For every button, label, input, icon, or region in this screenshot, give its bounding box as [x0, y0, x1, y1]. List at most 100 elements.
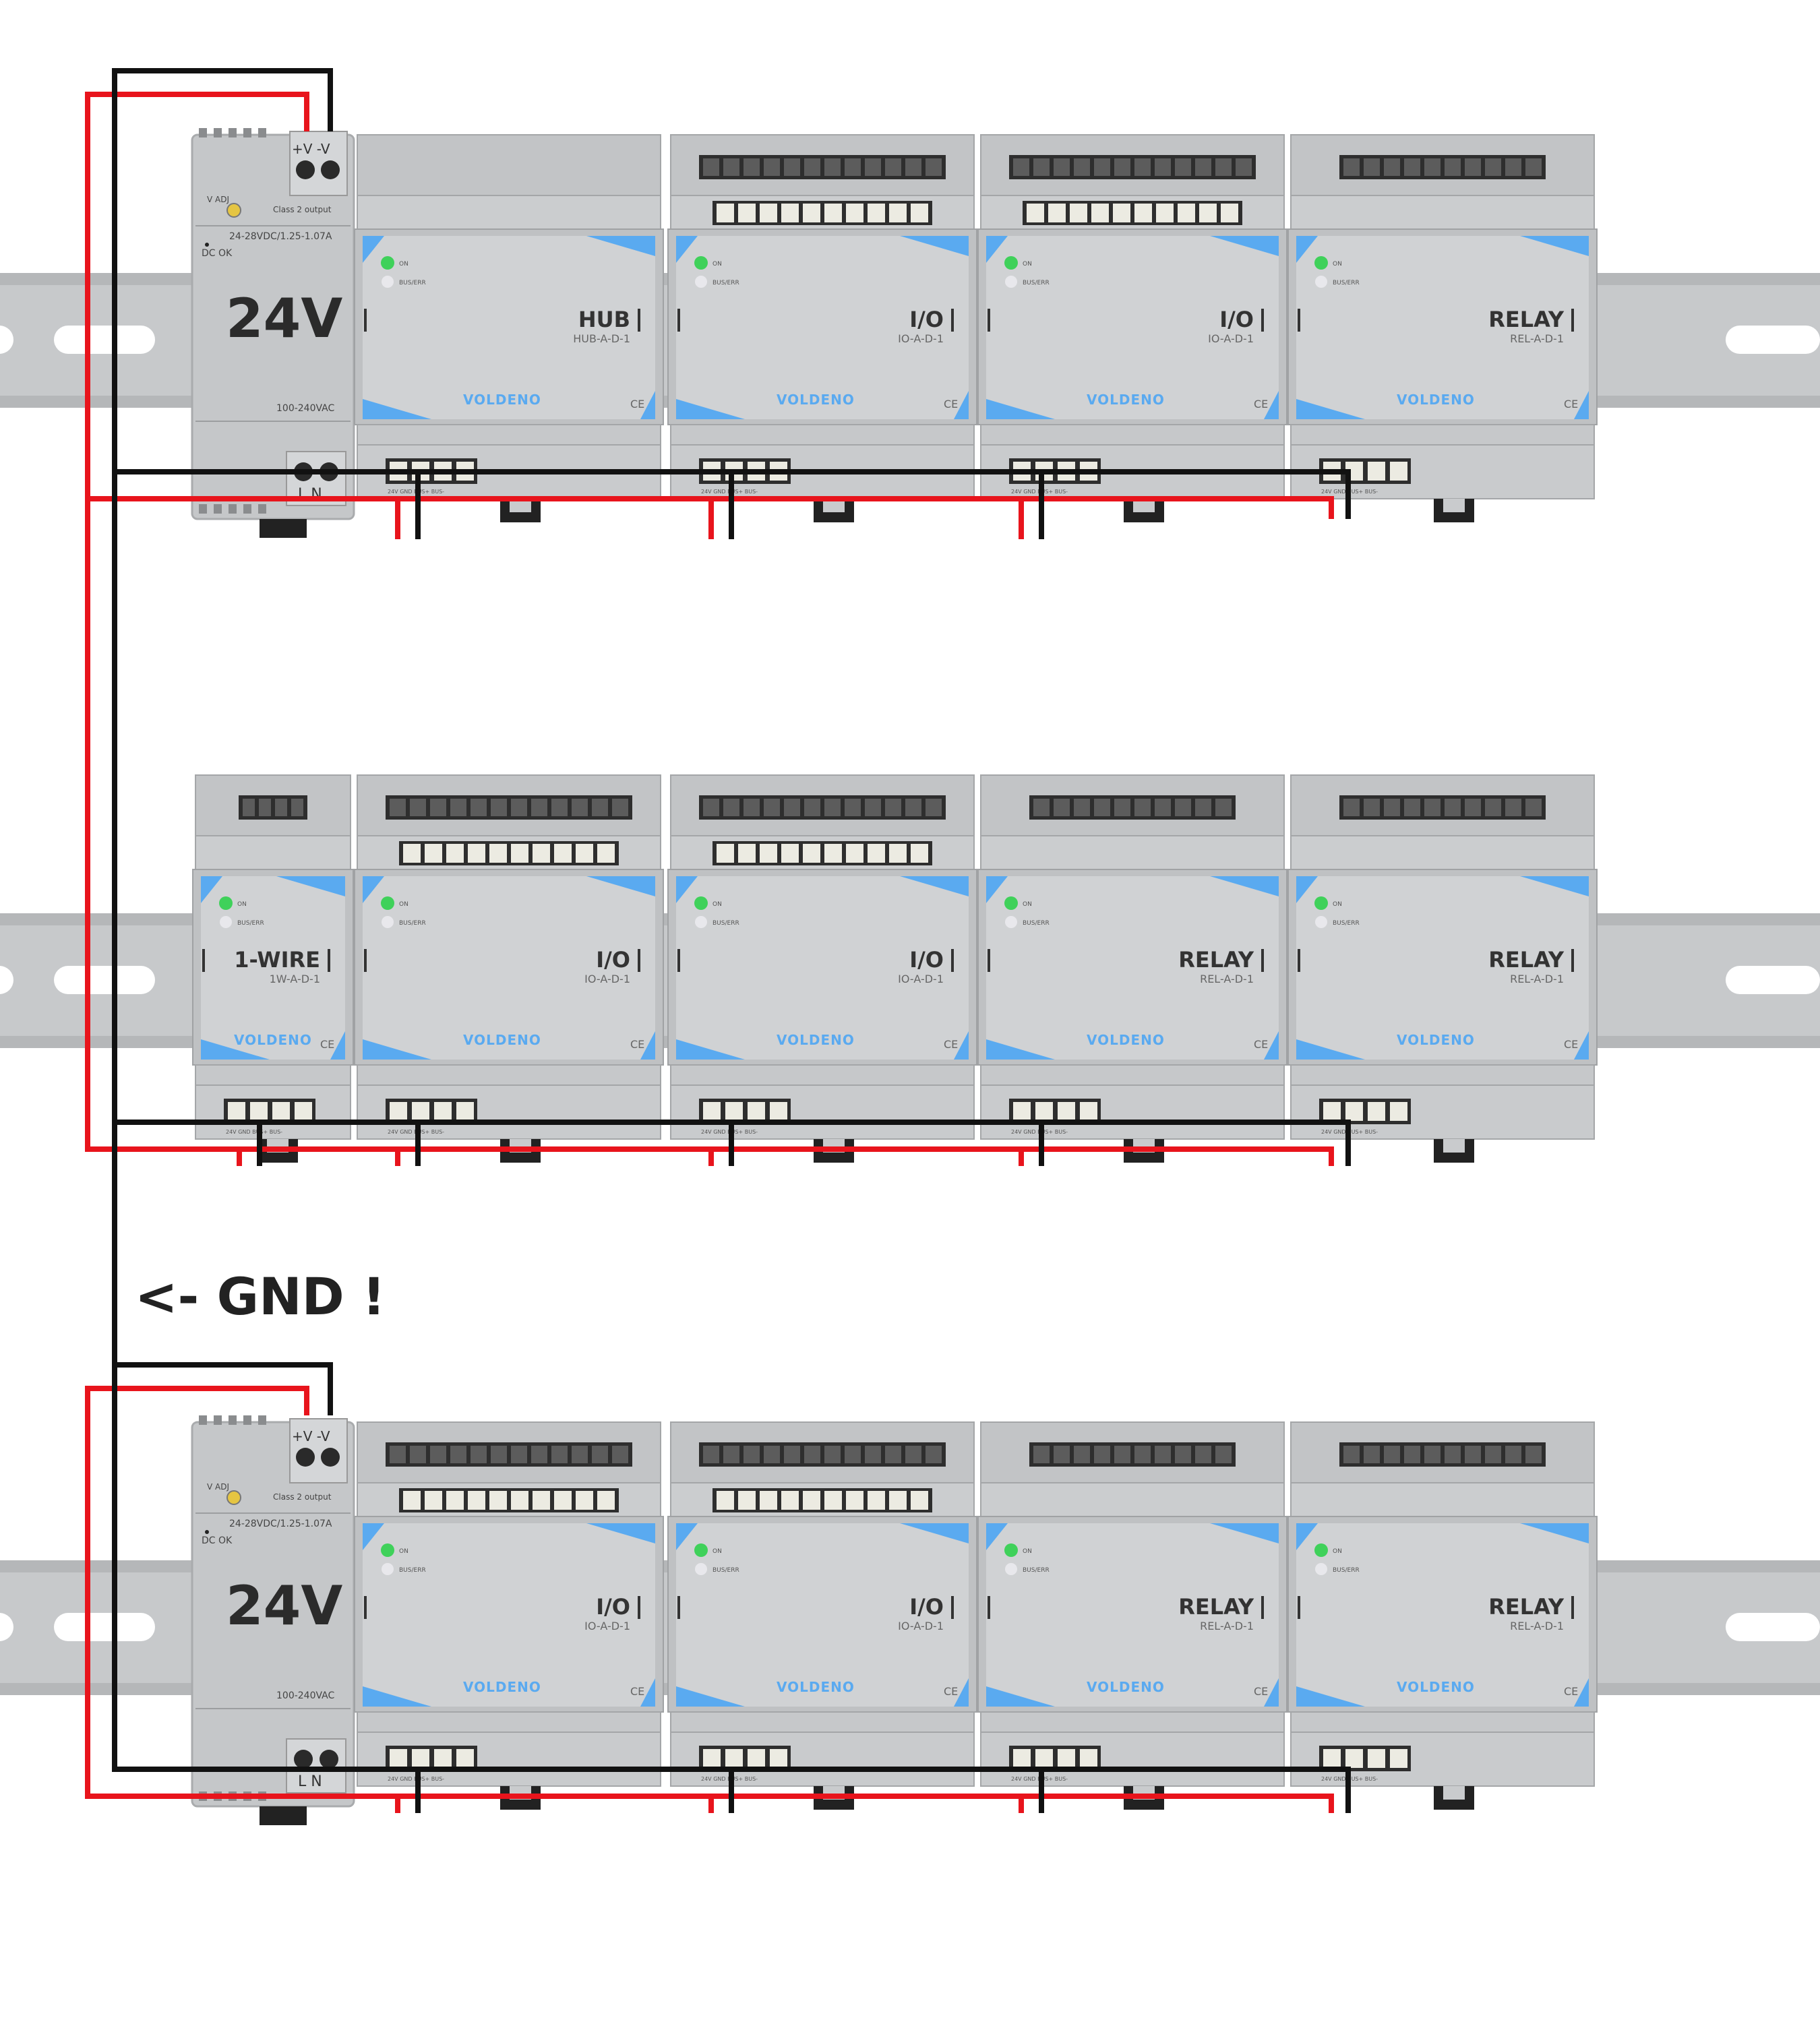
module-terminal	[926, 158, 942, 176]
module-terminal	[1156, 204, 1174, 222]
ce-mark: CE	[1564, 1685, 1578, 1698]
ce-mark: CE	[320, 1038, 334, 1051]
module-terminal	[1013, 158, 1029, 176]
module-title-bar	[328, 949, 330, 972]
module-accent-corner	[1210, 236, 1279, 256]
module-terminal	[845, 799, 861, 816]
module-terminal	[784, 158, 800, 176]
module-terminal	[738, 1491, 756, 1510]
led-label-bus: BUS/ERR	[712, 920, 739, 927]
module-terminal	[1114, 799, 1130, 816]
led-label-bus: BUS/ERR	[1333, 920, 1360, 927]
module-accent-corner	[1520, 1523, 1589, 1543]
module-terminal	[468, 844, 485, 863]
module-second-housing	[1290, 195, 1595, 230]
module-terminal	[531, 1446, 547, 1463]
module-terminal	[1054, 799, 1070, 816]
module-title: RELAY	[1178, 1594, 1254, 1620]
module-terminal	[723, 799, 739, 816]
ce-mark: CE	[630, 398, 644, 410]
module-terminal	[1195, 799, 1211, 816]
module-terminal	[760, 204, 777, 222]
module-accent-corner	[900, 1523, 969, 1543]
led-label-bus: BUS/ERR	[1333, 280, 1360, 286]
module-terminal	[845, 1446, 861, 1463]
module-terminal	[1505, 158, 1521, 176]
module-terminal	[1485, 158, 1501, 176]
module-accent-corner	[276, 876, 345, 896]
module-terminal	[723, 1446, 739, 1463]
module-terminal	[803, 1491, 820, 1510]
module-terminal	[911, 844, 928, 863]
module-title-bar	[1261, 949, 1264, 972]
module-terminal	[533, 1491, 550, 1510]
module-terminal	[1054, 1446, 1070, 1463]
bus-terminal	[1058, 1749, 1075, 1768]
module-face	[676, 1523, 969, 1707]
module-terminal	[1048, 204, 1066, 222]
led-label-on: ON	[1333, 261, 1342, 268]
module-terminal	[491, 1446, 507, 1463]
status-led-on	[694, 896, 708, 910]
module-terminal	[511, 1446, 527, 1463]
status-led-bus	[1005, 916, 1017, 928]
module-terminal	[576, 844, 593, 863]
module-terminal	[865, 158, 881, 176]
psu-din-clip	[260, 1806, 307, 1825]
psu-class-label: Class 2 output	[273, 1492, 332, 1502]
status-led-on	[381, 256, 394, 270]
module-terminal	[845, 158, 861, 176]
module-side-bar	[677, 949, 680, 972]
module-terminal	[824, 1446, 841, 1463]
module-terminal	[784, 799, 800, 816]
status-led-on	[381, 1543, 394, 1557]
module-terminal	[804, 799, 820, 816]
module-terminal	[717, 844, 734, 863]
module-accent-corner	[986, 1686, 1055, 1707]
module-bottom-housing	[980, 1711, 1285, 1733]
ce-mark: CE	[944, 1685, 958, 1698]
module-terminal	[1134, 799, 1151, 816]
module-terminal	[430, 799, 446, 816]
ce-mark: CE	[630, 1038, 644, 1051]
module-terminal	[1404, 1446, 1420, 1463]
status-led-on	[1004, 1543, 1018, 1557]
psu-ridge	[243, 504, 251, 514]
module-terminal	[824, 844, 842, 863]
psu-ridge	[214, 1415, 222, 1425]
bus-terminal	[703, 1102, 721, 1121]
module-accent-corner	[330, 1031, 345, 1060]
module-terminal	[1343, 158, 1360, 176]
module-title-bar	[951, 1596, 954, 1619]
module-face	[1296, 1523, 1589, 1707]
psu-terminal-screw	[296, 160, 315, 179]
module-terminal	[1195, 158, 1211, 176]
status-led-bus	[1005, 276, 1017, 288]
bus-terminal	[456, 1102, 474, 1121]
module-model: HUB-A-D-1	[573, 332, 630, 345]
module-side-bar	[677, 309, 680, 332]
module-accent-corner	[954, 1031, 969, 1060]
led-label-on: ON	[1333, 1548, 1342, 1555]
ce-mark: CE	[1254, 1038, 1268, 1051]
module-accent-corner	[201, 1039, 270, 1060]
led-label-bus: BUS/ERR	[712, 1567, 739, 1574]
module-accent-corner	[640, 391, 655, 419]
module-title-bar	[638, 309, 640, 332]
psu-adj-knob	[226, 203, 241, 218]
din-clip-notch	[1443, 1786, 1465, 1800]
psu-din-clip	[260, 519, 307, 538]
module-terminal	[781, 1491, 799, 1510]
module-terminal	[1465, 1446, 1481, 1463]
ground-bus-wire	[115, 469, 1351, 519]
module-accent-corner	[1296, 399, 1365, 419]
module-terminal	[1027, 204, 1044, 222]
bus-terminal	[748, 1749, 765, 1768]
module-accent-corner	[1264, 1031, 1279, 1060]
module-title: RELAY	[1178, 947, 1254, 973]
psu-ridge	[229, 128, 237, 137]
